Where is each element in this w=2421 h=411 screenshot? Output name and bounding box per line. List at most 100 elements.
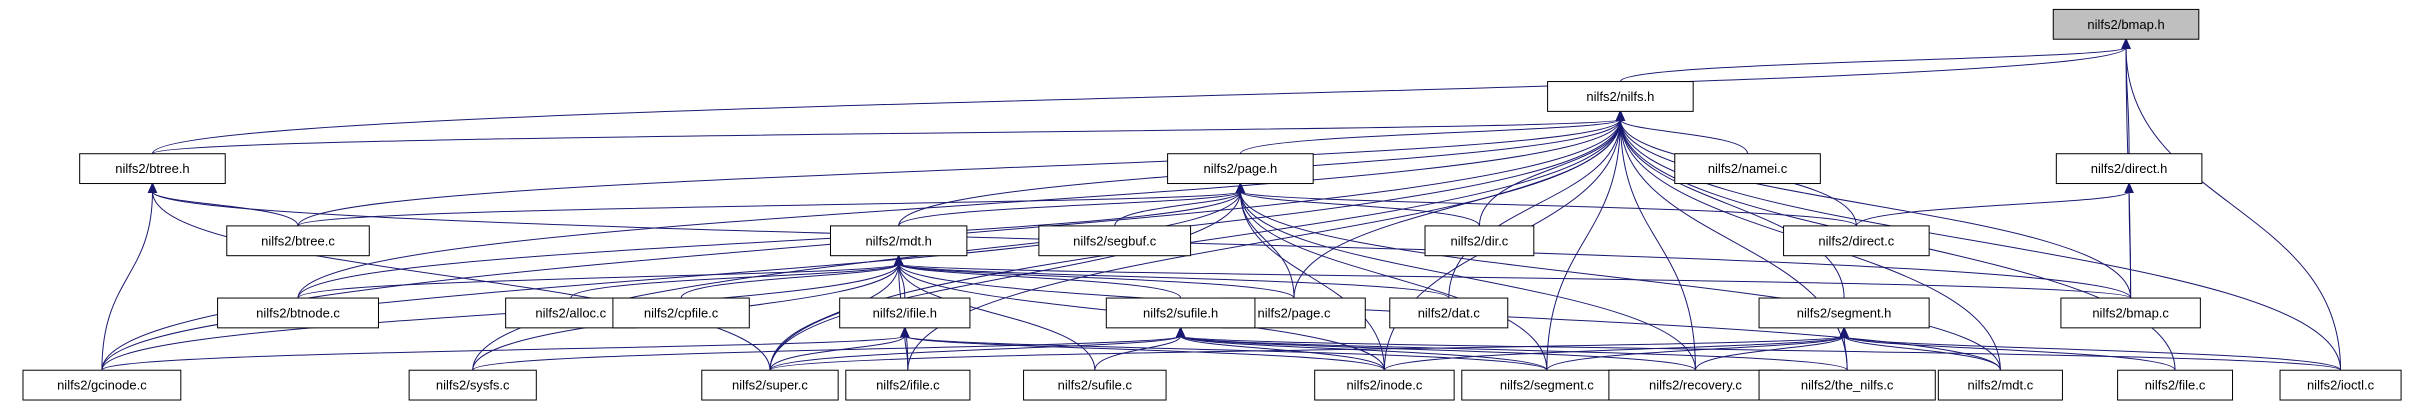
node-segment-c[interactable]: nilfs2/segment.c — [1461, 369, 1633, 401]
node-mdt-c[interactable]: nilfs2/mdt.c — [1937, 369, 2063, 401]
arrow-head-icon — [2121, 37, 2131, 49]
node-cpfile-c[interactable]: nilfs2/cpfile.c — [612, 297, 750, 329]
edge-page_c-to-mdt_h — [893, 254, 1295, 299]
node-label: nilfs2/sysfs.c — [436, 378, 510, 393]
edge-line — [1293, 119, 1621, 299]
node-btnode-c[interactable]: nilfs2/btnode.c — [217, 297, 379, 329]
node-the-nilfs-c[interactable]: nilfs2/the_nilfs.c — [1758, 369, 1936, 401]
edge-line — [101, 191, 153, 371]
node-label: nilfs2/page.h — [1204, 161, 1278, 176]
edge-line — [1239, 191, 1385, 371]
node-direct-c[interactable]: nilfs2/direct.c — [1783, 225, 1930, 257]
edge-line — [1239, 191, 1548, 371]
edge-line — [1383, 335, 1845, 371]
node-label: nilfs2/segment.h — [1797, 305, 1892, 320]
node-box — [701, 369, 839, 401]
node-label: nilfs2/ifile.c — [876, 378, 940, 393]
edge-line — [769, 191, 1241, 371]
edge-mdt_c-to-page_h — [1235, 182, 2001, 371]
edge-line — [1180, 335, 1848, 371]
arrow-head-icon — [147, 182, 158, 194]
node-gcinode-c[interactable]: nilfs2/gcinode.c — [22, 369, 182, 401]
edge-line — [151, 191, 771, 371]
edge-segment_h-to-nilfs_h — [1615, 110, 1845, 299]
node-recovery-c[interactable]: nilfs2/recovery.c — [1608, 369, 1783, 401]
edge-line — [151, 118, 1621, 155]
edge-line — [1694, 335, 1845, 371]
edge-line — [1448, 119, 1621, 299]
node-sufile-h[interactable]: nilfs2/sufile.h — [1105, 297, 1256, 329]
node-label: nilfs2/sufile.h — [1143, 305, 1218, 320]
node-box — [839, 297, 971, 329]
edge-line — [1619, 118, 1749, 154]
edge-ioctl_c-to-bmap_h — [2121, 37, 2342, 371]
edge-super_c-to-btree_h — [147, 182, 771, 371]
node-label: nilfs2/direct.c — [1818, 233, 1894, 248]
node-ioctl-c[interactable]: nilfs2/ioctl.c — [2279, 369, 2402, 401]
node-super-c[interactable]: nilfs2/super.c — [701, 369, 839, 401]
node-box — [1783, 225, 1930, 257]
node-box — [226, 225, 370, 257]
node-label: nilfs2/gcinode.c — [57, 378, 147, 393]
node-sysfs-c[interactable]: nilfs2/sysfs.c — [408, 369, 537, 401]
node-segment-h[interactable]: nilfs2/segment.h — [1758, 297, 1930, 329]
node-mdt-h[interactable]: nilfs2/mdt.h — [829, 225, 968, 257]
edge-line — [2128, 191, 2132, 299]
edge-segment_c-to-nilfs_h — [1546, 110, 1626, 371]
edge-line — [1094, 335, 1182, 371]
node-label: nilfs2/cpfile.c — [644, 305, 719, 320]
edge-line — [297, 191, 1241, 227]
node-box — [1038, 225, 1192, 257]
edge-line — [101, 263, 900, 371]
node-bmap-c[interactable]: nilfs2/bmap.c — [2060, 297, 2201, 329]
edge-ioctl_c-to-nilfs_h — [1615, 110, 2342, 371]
node-segbuf-c[interactable]: nilfs2/segbuf.c — [1038, 225, 1192, 257]
edge-btree_h-to-bmap_h — [151, 37, 2131, 154]
edge-line — [898, 263, 1295, 299]
node-label: nilfs2/mdt.h — [865, 233, 931, 248]
node-label: nilfs2/mdt.c — [1968, 378, 2034, 393]
edge-direct_c-to-direct_h — [1855, 182, 2134, 227]
node-box — [1674, 153, 1821, 185]
edge-line — [101, 191, 1241, 371]
node-btree-h[interactable]: nilfs2/btree.h — [79, 153, 226, 185]
node-box — [829, 225, 968, 257]
node-label: nilfs2/page.c — [1258, 305, 1331, 320]
node-sufile-c[interactable]: nilfs2/sufile.c — [1023, 369, 1167, 401]
node-label: nilfs2/bmap.h — [2087, 17, 2164, 32]
node-inode-c[interactable]: nilfs2/inode.c — [1314, 369, 1455, 401]
edge-line — [1239, 191, 1480, 227]
node-btree-c[interactable]: nilfs2/btree.c — [226, 225, 370, 257]
edge-line — [1843, 335, 1848, 371]
node-dat-c[interactable]: nilfs2/dat.c — [1389, 297, 1509, 329]
edge-line — [151, 46, 2127, 154]
edge-recovery_c-to-sufile_h — [1175, 326, 1696, 371]
node-file-c[interactable]: nilfs2/file.c — [2117, 369, 2234, 401]
edge-line — [297, 119, 1621, 299]
node-page-h[interactable]: nilfs2/page.h — [1167, 153, 1314, 185]
node-box — [1314, 369, 1455, 401]
edge-line — [1180, 335, 2342, 371]
node-box — [2279, 369, 2402, 401]
node-label: nilfs2/the_nilfs.c — [1801, 378, 1894, 393]
node-box — [2055, 153, 2203, 185]
node-label: nilfs2/namei.c — [1708, 161, 1788, 176]
node-box — [1758, 369, 1936, 401]
node-dir-c[interactable]: nilfs2/dir.c — [1424, 225, 1535, 257]
node-label: nilfs2/dir.c — [1451, 233, 1509, 248]
node-box — [612, 297, 750, 329]
node-ifile-h[interactable]: nilfs2/ifile.h — [839, 297, 971, 329]
edge-line — [1843, 335, 2001, 371]
edge-line — [2125, 47, 2342, 371]
node-box — [2117, 369, 2234, 401]
node-ifile-c[interactable]: nilfs2/ifile.c — [845, 369, 971, 401]
node-label: nilfs2/sufile.c — [1058, 378, 1133, 393]
edge-line — [1239, 191, 2001, 371]
edge-bmap_c-to-nilfs_h — [1615, 110, 2132, 299]
node-nilfs-h[interactable]: nilfs2/nilfs.h — [1547, 81, 1694, 112]
node-direct-h[interactable]: nilfs2/direct.h — [2055, 153, 2203, 185]
node-box — [1167, 153, 1314, 185]
node-namei-c[interactable]: nilfs2/namei.c — [1674, 153, 1821, 185]
node-box — [1937, 369, 2063, 401]
